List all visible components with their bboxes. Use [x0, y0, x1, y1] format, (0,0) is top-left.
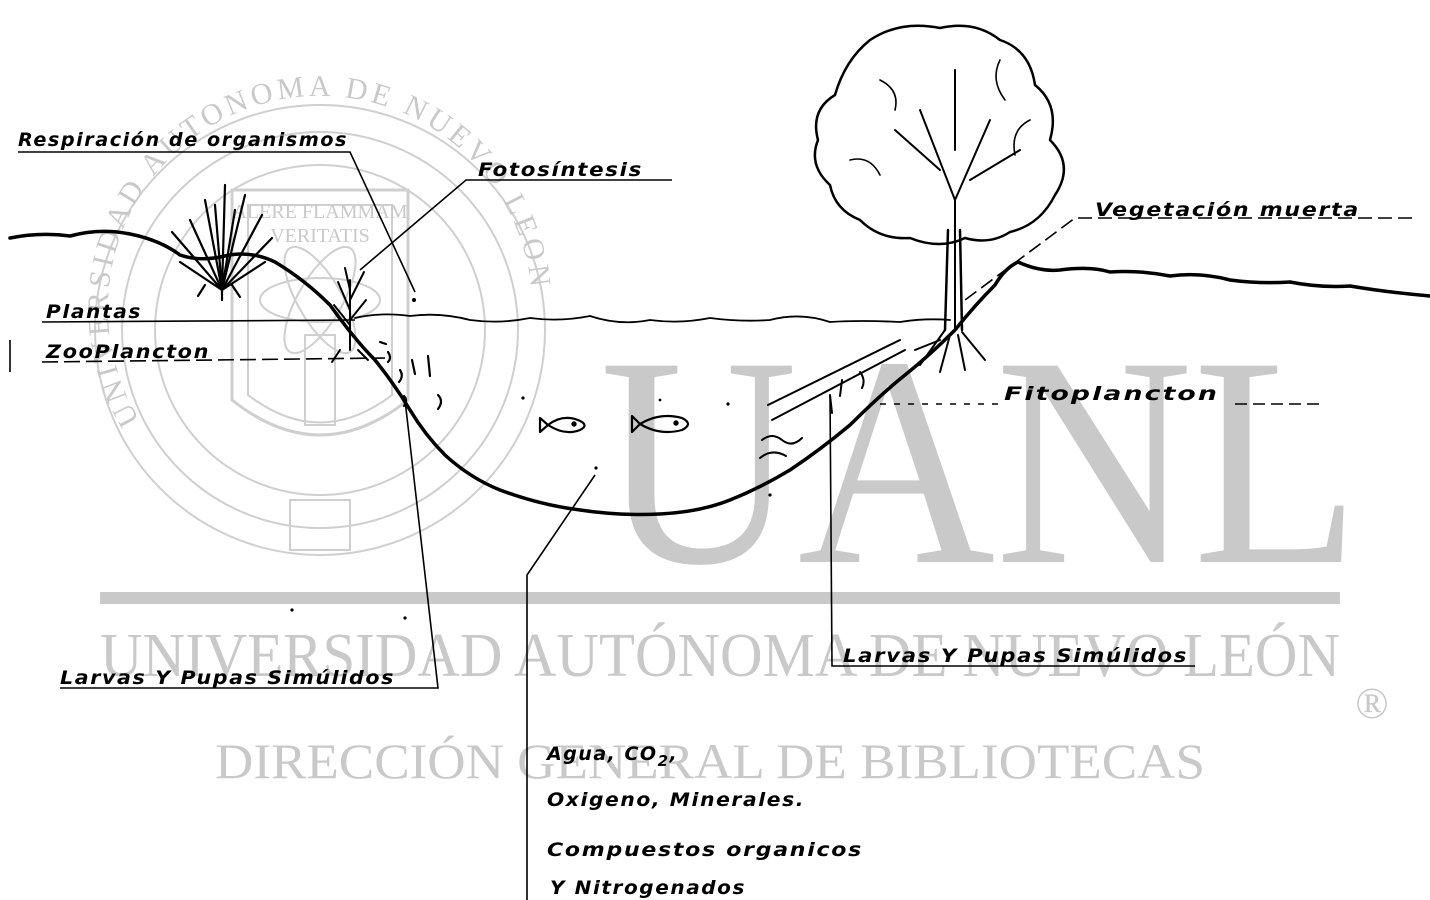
seal-ring-text: UNIVERSIDAD AUTONOMA DE NUEVO LEON	[82, 70, 558, 433]
watermark-bar	[100, 592, 1340, 604]
watermark-direction: DIRECCIÓN GENERAL DE BIBLIOTECAS	[215, 733, 1205, 789]
label-nitrogenados: Y Nitrogenados	[550, 877, 746, 899]
label-plantas: Plantas	[46, 301, 142, 323]
watermark-uanl: UANL	[600, 295, 1360, 627]
label-oxigeno: Oxigeno, Minerales.	[547, 789, 805, 811]
label-respiracion: Respiración de organismos	[18, 129, 348, 151]
larvae-left-icon	[380, 342, 441, 409]
label-fitoplancton: Fitoplancton	[1004, 383, 1219, 405]
label-larvas-left: Larvas Y Pupas Simúlidos	[60, 667, 395, 689]
label-fotosintesis: Fotosíntesis	[478, 159, 643, 181]
label-compuestos: Compuestos organicos	[547, 839, 863, 861]
fish-icon	[540, 418, 585, 432]
seal-motto-2: VERITATIS	[270, 225, 370, 247]
ground-right	[1018, 262, 1430, 296]
watermark-registered: ®	[1355, 679, 1388, 728]
label-larvas-right: Larvas Y Pupas Simúlidos	[843, 645, 1188, 667]
